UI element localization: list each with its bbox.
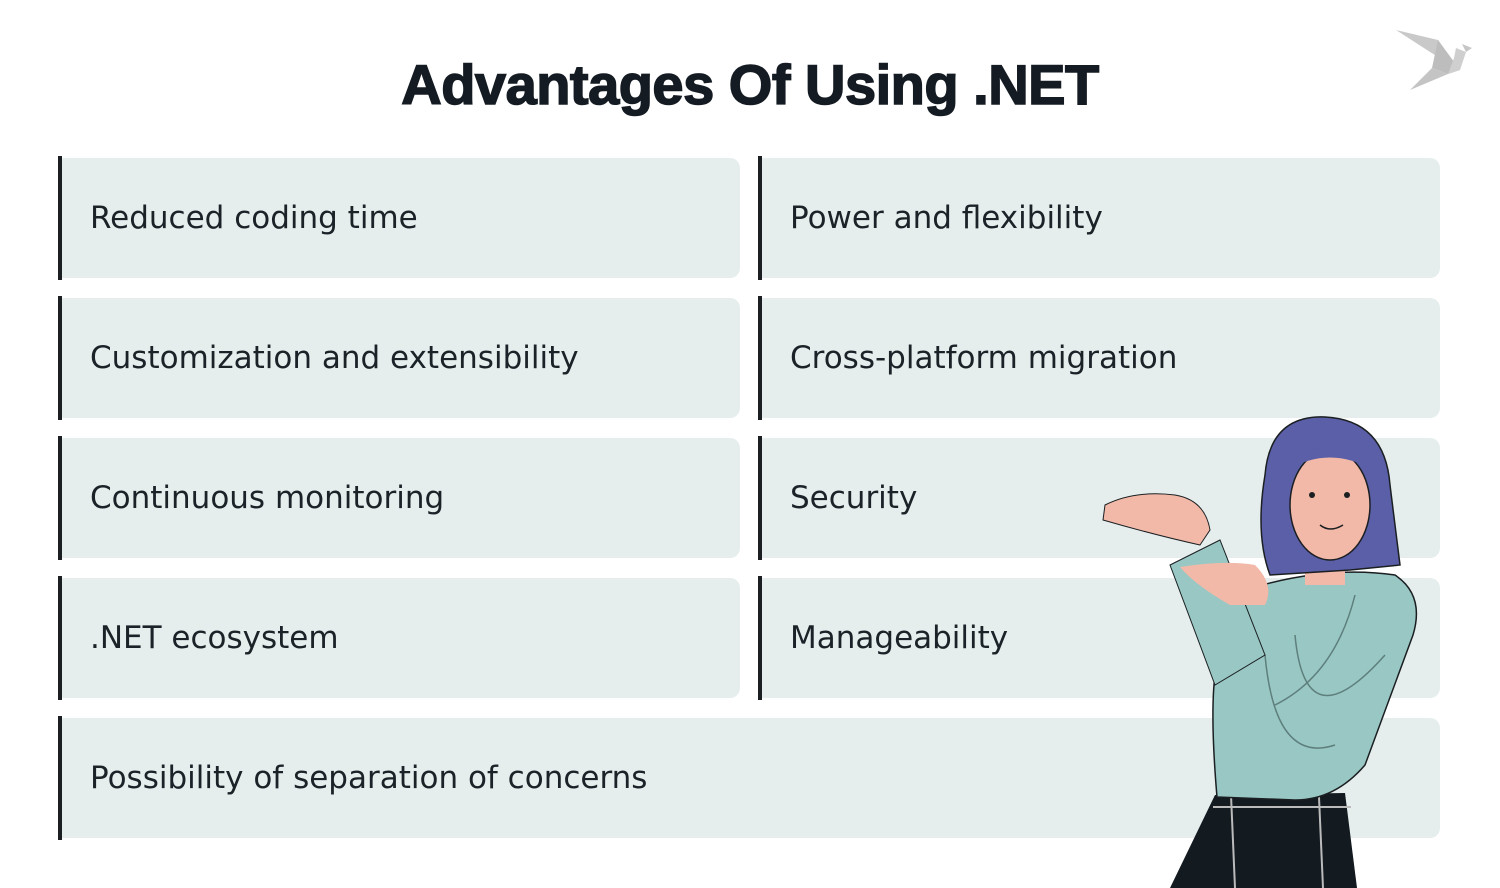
page-title: Advantages Of Using .NET bbox=[401, 52, 1100, 117]
advantage-card: Reduced coding time bbox=[58, 156, 740, 280]
card-label: .NET ecosystem bbox=[90, 620, 339, 656]
origami-bird-icon bbox=[1396, 30, 1472, 90]
card-label: Power and flexibility bbox=[790, 200, 1103, 236]
advantage-card: Continuous monitoring bbox=[58, 436, 740, 560]
woman-illustration bbox=[1102, 416, 1418, 888]
card-label: Customization and extensibility bbox=[90, 340, 579, 376]
advantage-card-wide: Possibility of separation of concerns bbox=[58, 716, 1440, 840]
card-label: Possibility of separation of concerns bbox=[90, 760, 648, 796]
card-label: Reduced coding time bbox=[90, 200, 418, 236]
advantage-card: Cross-platform migration bbox=[758, 296, 1440, 420]
card-label: Manageability bbox=[790, 620, 1009, 656]
advantage-card: .NET ecosystem bbox=[58, 576, 740, 700]
card-label: Cross-platform migration bbox=[790, 340, 1178, 376]
card-label: Continuous monitoring bbox=[90, 480, 445, 516]
card-label: Security bbox=[790, 480, 918, 516]
advantage-card: Customization and extensibility bbox=[58, 296, 740, 420]
advantage-card: Power and flexibility bbox=[758, 156, 1440, 280]
